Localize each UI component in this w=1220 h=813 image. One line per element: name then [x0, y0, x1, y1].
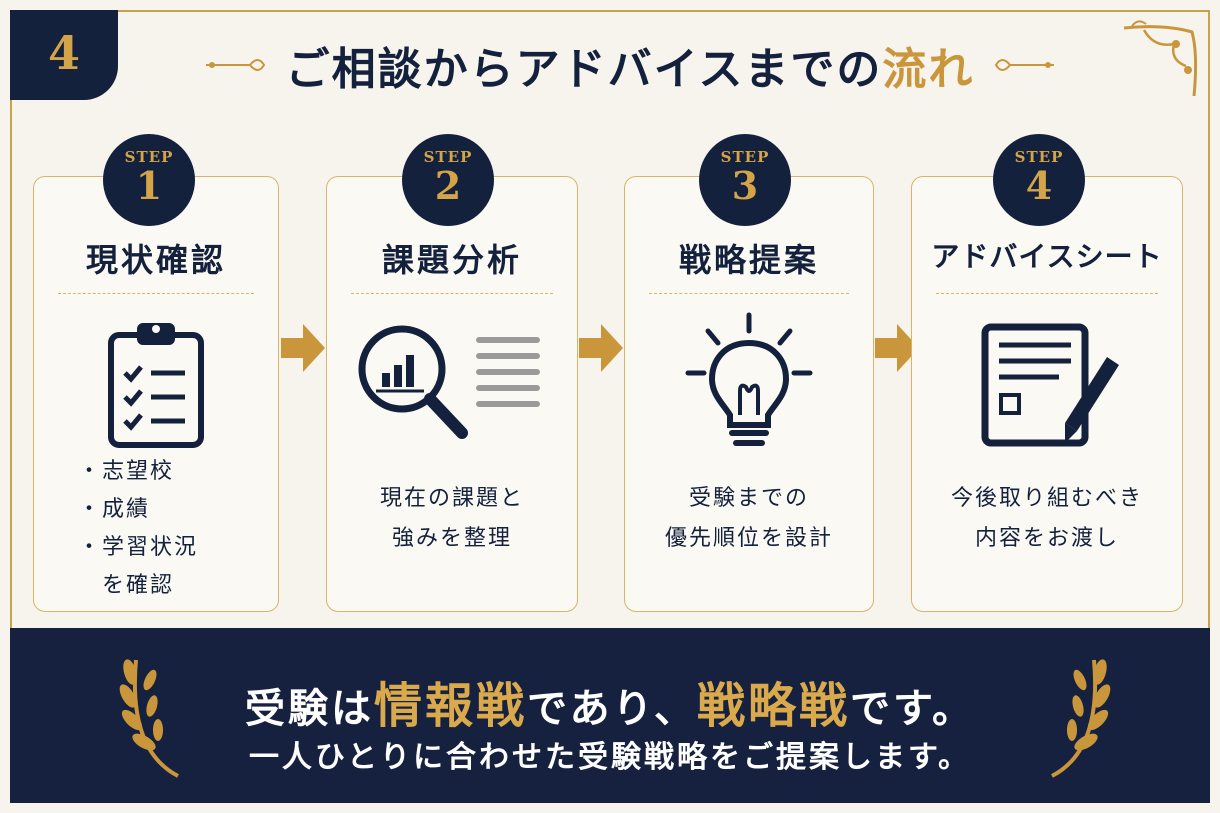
step-label: STEP	[720, 148, 770, 166]
banner-headline: 受験は情報戦であり、戦略戦です。	[10, 666, 1210, 736]
dashed-divider	[351, 293, 553, 294]
magnifier-chart-icon	[358, 325, 540, 439]
banner-highlight: 戦略戦	[697, 678, 851, 734]
step-number: 4	[1025, 163, 1053, 208]
list-item: 学習状況	[78, 529, 198, 567]
desc-line: 強みを整理	[391, 526, 512, 551]
step-icon-wrap	[34, 309, 278, 459]
step-title: 現状確認	[85, 241, 226, 279]
step-icon-wrap	[625, 309, 873, 459]
desc-line: 受験までの	[688, 486, 809, 511]
step-title: 課題分析	[381, 241, 522, 279]
list-item-tail: を確認	[102, 573, 175, 598]
corner-flourish-icon	[1123, 20, 1198, 97]
arrow-right-icon	[875, 324, 919, 372]
page-title-row: ご相談からアドバイスまでの流れ	[170, 30, 1090, 100]
step-description: 今後取り組むべき 内容をお渡し	[912, 479, 1182, 559]
list-item: 成績	[78, 491, 198, 529]
banner-subline: 一人ひとりに合わせた受験戦略をご提案します。	[248, 740, 972, 775]
step-card-1: 現状確認 志望校 成績 学習状況 を確認	[33, 176, 279, 612]
left-flourish-icon	[205, 59, 265, 71]
step-badge-2: STEP 2	[402, 134, 494, 226]
laurel-right-icon	[1051, 659, 1111, 778]
arrow-right-icon	[281, 324, 325, 372]
step-icon-wrap	[912, 309, 1182, 459]
section-number-badge: 4	[10, 10, 118, 100]
step-icon-wrap	[327, 309, 577, 459]
step-card-3: 戦略提案 受験までの 優先順位を設計	[624, 176, 874, 612]
laurel-left-icon	[119, 659, 179, 778]
step-label: STEP	[1014, 148, 1064, 166]
list-item: 志望校	[78, 453, 198, 491]
step-number: 2	[434, 163, 462, 208]
right-flourish-icon	[995, 59, 1055, 71]
page-title: ご相談からアドバイスまでの流れ	[286, 33, 975, 97]
message-banner: 受験は情報戦であり、戦略戦です。 一人ひとりに合わせた受験戦略をご提案します。	[10, 628, 1210, 803]
arrow-right-icon	[579, 324, 623, 372]
step-card-4: アドバイスシート 今後取り組むべき 内容をお渡し	[911, 176, 1183, 612]
banner-text: であり、	[527, 685, 697, 732]
step-label: STEP	[124, 148, 174, 166]
banner-text: 受験は	[244, 685, 374, 732]
step-bullet-list: 志望校 成績 学習状況 を確認	[78, 453, 198, 605]
step-badge-4: STEP 4	[993, 134, 1085, 226]
step-description: 受験までの 優先順位を設計	[625, 479, 873, 559]
dashed-divider	[936, 293, 1158, 294]
desc-line: 現在の課題と	[379, 486, 524, 511]
step-badge-3: STEP 3	[699, 134, 791, 226]
step-label: STEP	[423, 148, 473, 166]
dashed-divider	[649, 293, 849, 294]
banner-text: です。	[850, 685, 976, 732]
desc-line: 今後取り組むべき	[950, 486, 1143, 511]
step-card-2: 課題分析 現在の課題と 強みを整理	[326, 176, 578, 612]
section-number: 4	[47, 26, 80, 80]
dashed-divider	[58, 293, 254, 294]
step-title: 戦略提案	[678, 241, 819, 279]
step-number: 3	[731, 163, 759, 208]
document-pen-icon	[981, 323, 1119, 447]
desc-line: 優先順位を設計	[664, 526, 833, 551]
step-number: 1	[135, 163, 163, 208]
banner-highlight: 情報戦	[373, 678, 527, 734]
lightbulb-icon	[685, 312, 813, 446]
step-badge-1: STEP 1	[103, 134, 195, 226]
desc-line: 内容をお渡し	[974, 526, 1119, 551]
step-description: 現在の課題と 強みを整理	[327, 479, 577, 559]
step-title: アドバイスシート	[931, 240, 1163, 273]
page-title-accent: 流れ	[882, 44, 975, 95]
page-title-main: ご相談からアドバイスまでの	[285, 44, 883, 95]
clipboard-checklist-icon	[108, 323, 204, 448]
